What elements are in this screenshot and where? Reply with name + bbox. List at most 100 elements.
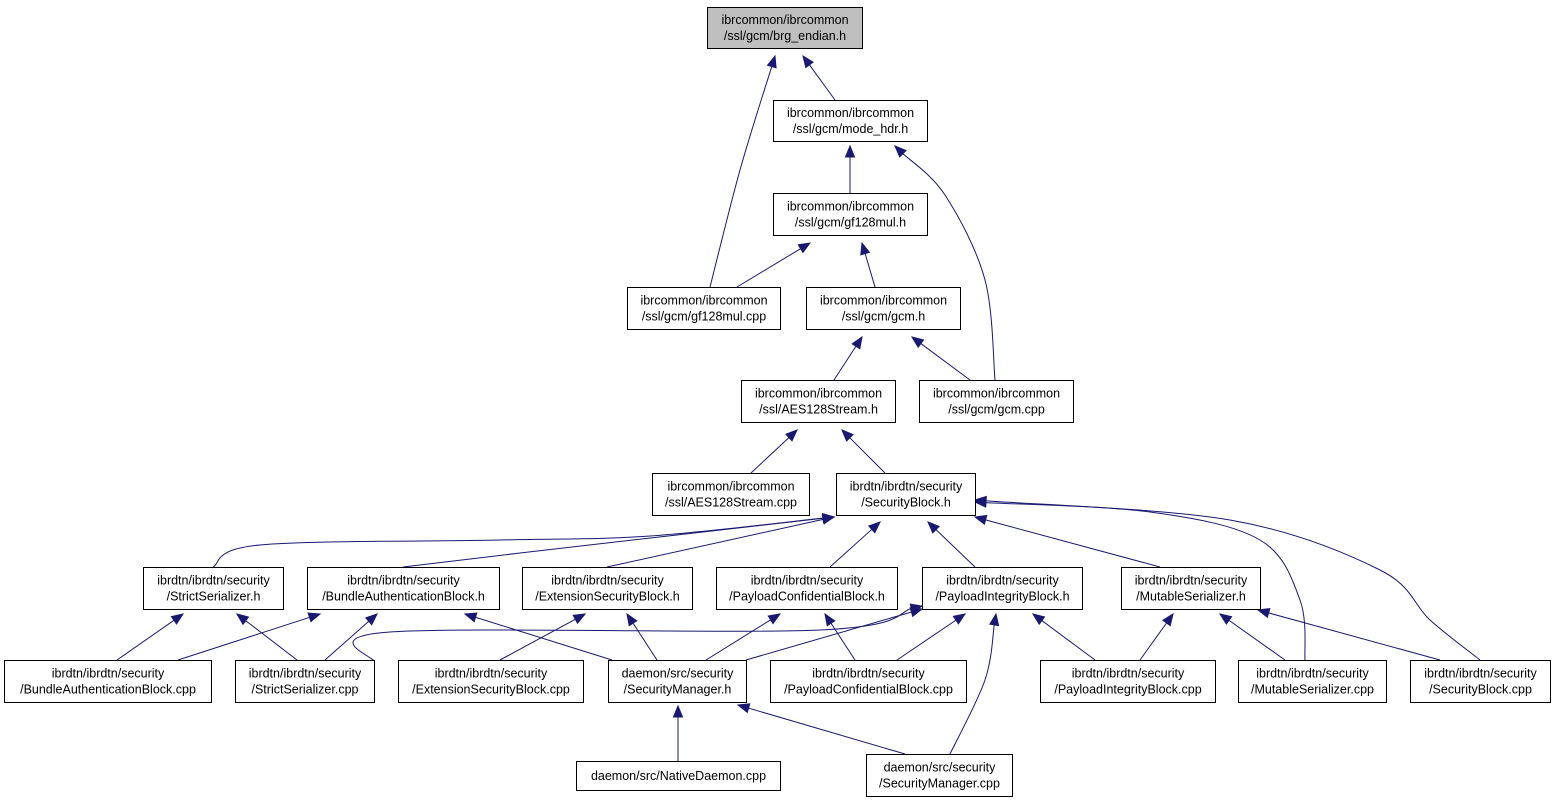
node-box[interactable] [919,380,1074,423]
node-mutableserializer-h[interactable]: ibrdtn/ibrdtn/security/MutableSerializer… [1121,567,1261,610]
edge-aes128stream_h-to-gcm_h [833,335,863,381]
node-label-line: ibrcommon/ibrcommon [787,200,914,214]
node-label-line: ibrdtn/ibrdtn/security [1424,667,1537,681]
edge-arrowhead [909,607,924,618]
node-box[interactable] [773,193,928,236]
node-esb-cpp[interactable]: ibrdtn/ibrdtn/security/ExtensionSecurity… [398,660,584,703]
node-box[interactable] [716,567,898,610]
edge-strictserializer_cpp-to-pib_h [352,603,924,663]
node-box[interactable] [652,473,810,516]
node-box[interactable] [1121,567,1261,610]
node-label-line: ibrdtn/ibrdtn/security [946,574,1059,588]
node-label-line: ibrdtn/ibrdtn/security [249,667,362,681]
node-bab-cpp[interactable]: ibrdtn/ibrdtn/security/BundleAuthenticat… [4,660,212,703]
node-brg-endian-h[interactable]: ibrcommon/ibrcommon/ssl/gcm/brg_endian.h [707,7,863,49]
node-label-line: ibrcommon/ibrcommon [640,294,767,308]
node-box[interactable] [398,660,584,703]
node-box[interactable] [1040,660,1216,703]
edge-line [709,65,773,288]
node-nativedaemon-cpp[interactable]: daemon/src/NativeDaemon.cpp [576,761,781,791]
edge-line [177,616,311,661]
node-aes128stream-cpp[interactable]: ibrcommon/ibrcommon/ssl/AES128Stream.cpp [652,473,810,516]
node-securityblock-cpp[interactable]: ibrdtn/ibrdtn/security/SecurityBlock.cpp [1410,660,1551,703]
node-gcm-cpp[interactable]: ibrcommon/ibrcommon/ssl/gcm/gcm.cpp [919,380,1074,423]
edge-pcb_h-to-securityblock_h [829,521,881,568]
node-strictserializer-cpp[interactable]: ibrdtn/ibrdtn/security/StrictSerializer.… [235,660,375,703]
node-mode-hdr-h[interactable]: ibrcommon/ibrcommon/ssl/gcm/mode_hdr.h [773,100,928,142]
node-box[interactable] [143,567,284,610]
node-label-line: /PayloadConfidentialBlock.h [729,590,885,604]
node-box[interactable] [922,567,1083,610]
node-box[interactable] [707,7,863,49]
node-pib-h[interactable]: ibrdtn/ibrdtn/security/PayloadIntegrityB… [922,567,1083,610]
node-label-line: /ssl/gcm/gf128mul.cpp [642,310,766,324]
node-box[interactable] [836,473,976,516]
node-box[interactable] [522,567,693,610]
node-label-line: /BundleAuthenticationBlock.cpp [20,683,196,697]
node-esb-h[interactable]: ibrdtn/ibrdtn/security/ExtensionSecurity… [522,567,693,610]
edge-arrowhead [1162,612,1174,627]
edge-securityblock_cpp-to-securityblock_h [973,495,1481,661]
node-gf128mul-cpp[interactable]: ibrcommon/ibrcommon/ssl/gcm/gf128mul.cpp [627,287,781,330]
edge-gf128mul_cpp-to-brg_endian_h [709,54,777,288]
edge-securitymanager_h-to-bab_h [463,612,613,661]
edge-esb_h-to-securityblock_h [606,514,836,568]
node-box[interactable] [235,660,375,703]
node-label-line: /ssl/AES128Stream.h [759,403,878,417]
edge-aes128stream_cpp-to-aes128stream_h [750,429,798,474]
edge-arrowhead [736,703,751,714]
node-label-line: /PayloadIntegrityBlock.cpp [1054,683,1201,697]
node-box[interactable] [608,660,747,703]
node-label-line: ibrcommon/ibrcommon [820,294,947,308]
node-mutableserializer-cpp[interactable]: ibrdtn/ibrdtn/security/MutableSerializer… [1238,660,1387,703]
edge-line [212,517,825,568]
node-box[interactable] [1238,660,1387,703]
node-box[interactable] [4,660,212,703]
edge-arrowhead [1031,613,1046,626]
node-label-line: /ssl/gcm/gcm.h [842,310,925,324]
node-label-line: ibrdtn/ibrdtn/security [812,667,925,681]
node-box[interactable] [866,754,1013,797]
edge-arrowhead [824,612,836,627]
edge-line [808,63,836,101]
node-label-line: /ExtensionSecurityBlock.h [535,590,680,604]
edge-bab_cpp-to-strictserializer_h [116,613,185,661]
node-label-line: ibrdtn/ibrdtn/security [52,667,165,681]
node-securitymanager-cpp[interactable]: daemon/src/security/SecurityManager.cpp [866,754,1013,797]
edge-line [1139,621,1168,661]
node-pcb-cpp[interactable]: ibrdtn/ibrdtn/security/PayloadConfidenti… [770,660,967,703]
edge-strictserializer_h-to-securityblock_h [212,513,836,568]
node-box[interactable] [576,761,781,791]
node-strictserializer-h[interactable]: ibrdtn/ibrdtn/security/StrictSerializer.… [143,567,284,610]
edge-pib_cpp-to-pib_h [1031,613,1096,661]
edge-arrowhead [802,54,814,69]
node-gf128mul-h[interactable]: ibrcommon/ibrcommon/ssl/gcm/gf128mul.h [773,193,928,236]
node-securityblock-h[interactable]: ibrdtn/ibrdtn/security/SecurityBlock.h [836,473,976,516]
edge-arrowhead [894,145,907,158]
node-label-line: daemon/src/NativeDaemon.cpp [591,769,766,783]
edge-gcm_cpp-to-gcm_h [910,336,971,381]
node-aes128stream-h[interactable]: ibrcommon/ibrcommon/ssl/AES128Stream.h [741,380,896,423]
node-box[interactable] [1410,660,1551,703]
edge-line [606,518,825,568]
edge-line [864,252,876,288]
node-pib-cpp[interactable]: ibrdtn/ibrdtn/security/PayloadIntegrityB… [1040,660,1216,703]
edge-arrowhead [1218,613,1233,625]
edge-arrowhead [767,613,782,625]
node-label-line: ibrdtn/ibrdtn/security [435,667,548,681]
node-box[interactable] [307,567,500,610]
node-box[interactable] [741,380,896,423]
node-box[interactable] [627,287,781,330]
edge-line [352,607,913,663]
node-securitymanager-h[interactable]: daemon/src/security/SecurityManager.h [608,660,747,703]
node-gcm-h[interactable]: ibrcommon/ibrcommon/ssl/gcm/gcm.h [806,287,961,330]
edge-arrowhead [672,704,684,718]
node-box[interactable] [806,287,961,330]
node-box[interactable] [773,100,928,142]
edge-gcm_h-to-gf128mul_h [860,241,876,288]
node-pcb-h[interactable]: ibrdtn/ibrdtn/security/PayloadConfidenti… [716,567,898,610]
node-label-line: /SecurityBlock.h [861,496,951,510]
node-bab-h[interactable]: ibrdtn/ibrdtn/security/BundleAuthenticat… [307,567,500,610]
node-box[interactable] [770,660,967,703]
